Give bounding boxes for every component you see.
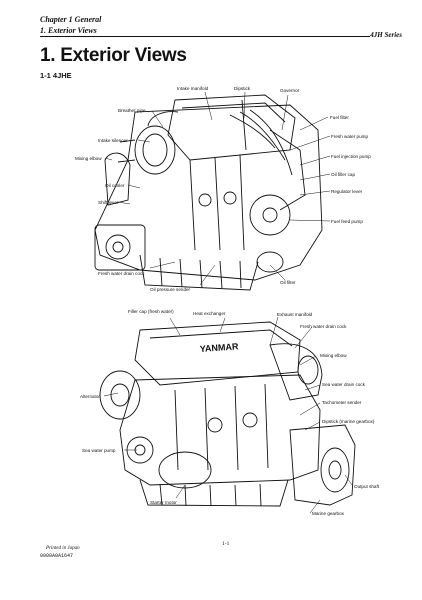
label-filler-cap: Filler cap (fresh water)	[128, 309, 174, 314]
label-fresh-water-pump: Fresh water pump	[331, 134, 369, 139]
footer-printed: Printed in Japan	[46, 546, 80, 551]
label-tachometer-sender: Tachometer sender	[322, 400, 362, 405]
label-governor: Governor	[280, 88, 300, 93]
label-alternator: Alternator	[80, 394, 100, 399]
top-engine-illustration	[94, 94, 323, 291]
label-heat-exchanger: Heat exchanger	[193, 311, 226, 316]
label-regulator-lever: Regulator lever	[331, 189, 363, 194]
page-title: 1. Exterior Views	[40, 45, 187, 66]
header-rule	[40, 36, 370, 37]
top-leader-lines	[104, 91, 331, 286]
label-sea-water-drain-cock: Sea water drain cock	[322, 382, 365, 387]
section-title: 1. Exterior Views	[40, 26, 97, 35]
label-oil-filler-cap: Oil filler cap	[331, 172, 355, 177]
label-exhaust-manifold: Exhaust manifold	[277, 312, 313, 317]
label-output-shaft: Output shaft	[354, 484, 380, 489]
label-intake-manifold: Intake manifold	[177, 86, 209, 91]
label-mixing-elbow-bottom: Mixing elbow	[320, 353, 347, 358]
page-number: 1-1	[222, 541, 230, 547]
label-starter-motor: Starter motor	[150, 500, 177, 505]
label-intake-silencer: Intake silencer	[98, 138, 128, 143]
footer-code: 0000A0A1647	[40, 553, 74, 559]
label-fresh-water-drain-cock-top: Fresh water drain cock	[98, 271, 145, 276]
label-breather-pipe: Breather pipe	[118, 108, 146, 113]
label-oil-filter: Oil filter	[280, 280, 296, 285]
label-sea-water-pump: Sea water pump	[82, 448, 116, 453]
label-oil-pressure-sender: Oil pressure sender	[150, 287, 191, 292]
brand-logo: YANMAR	[199, 341, 239, 354]
label-fuel-feed-pump: Fuel feed pump	[331, 219, 363, 224]
chapter-title: Chapter 1 General	[40, 15, 102, 24]
label-oil-cooler: Oil cooler	[105, 183, 125, 188]
label-mixing-elbow-top: Mixing elbow	[75, 156, 102, 161]
label-fuel-filter: Fuel filter	[330, 115, 349, 120]
bottom-leader-lines	[103, 316, 353, 514]
subsection-title: 1-1 4JHE	[40, 71, 72, 80]
series-label: 4JH Series	[370, 31, 402, 39]
label-dipstick: Dipstick	[234, 86, 251, 91]
label-fresh-water-drain-cock-bottom: Fresh water drain cock	[300, 324, 347, 329]
label-shift-lever: Shift lever	[98, 200, 119, 205]
label-marine-gearbox: Marine gearbox	[312, 511, 344, 516]
label-dipstick-gearbox: Dipstick (marine gearbox)	[322, 419, 375, 424]
bottom-engine-illustration	[99, 321, 356, 507]
label-fuel-injection-pump: Fuel injection pump	[331, 154, 371, 159]
